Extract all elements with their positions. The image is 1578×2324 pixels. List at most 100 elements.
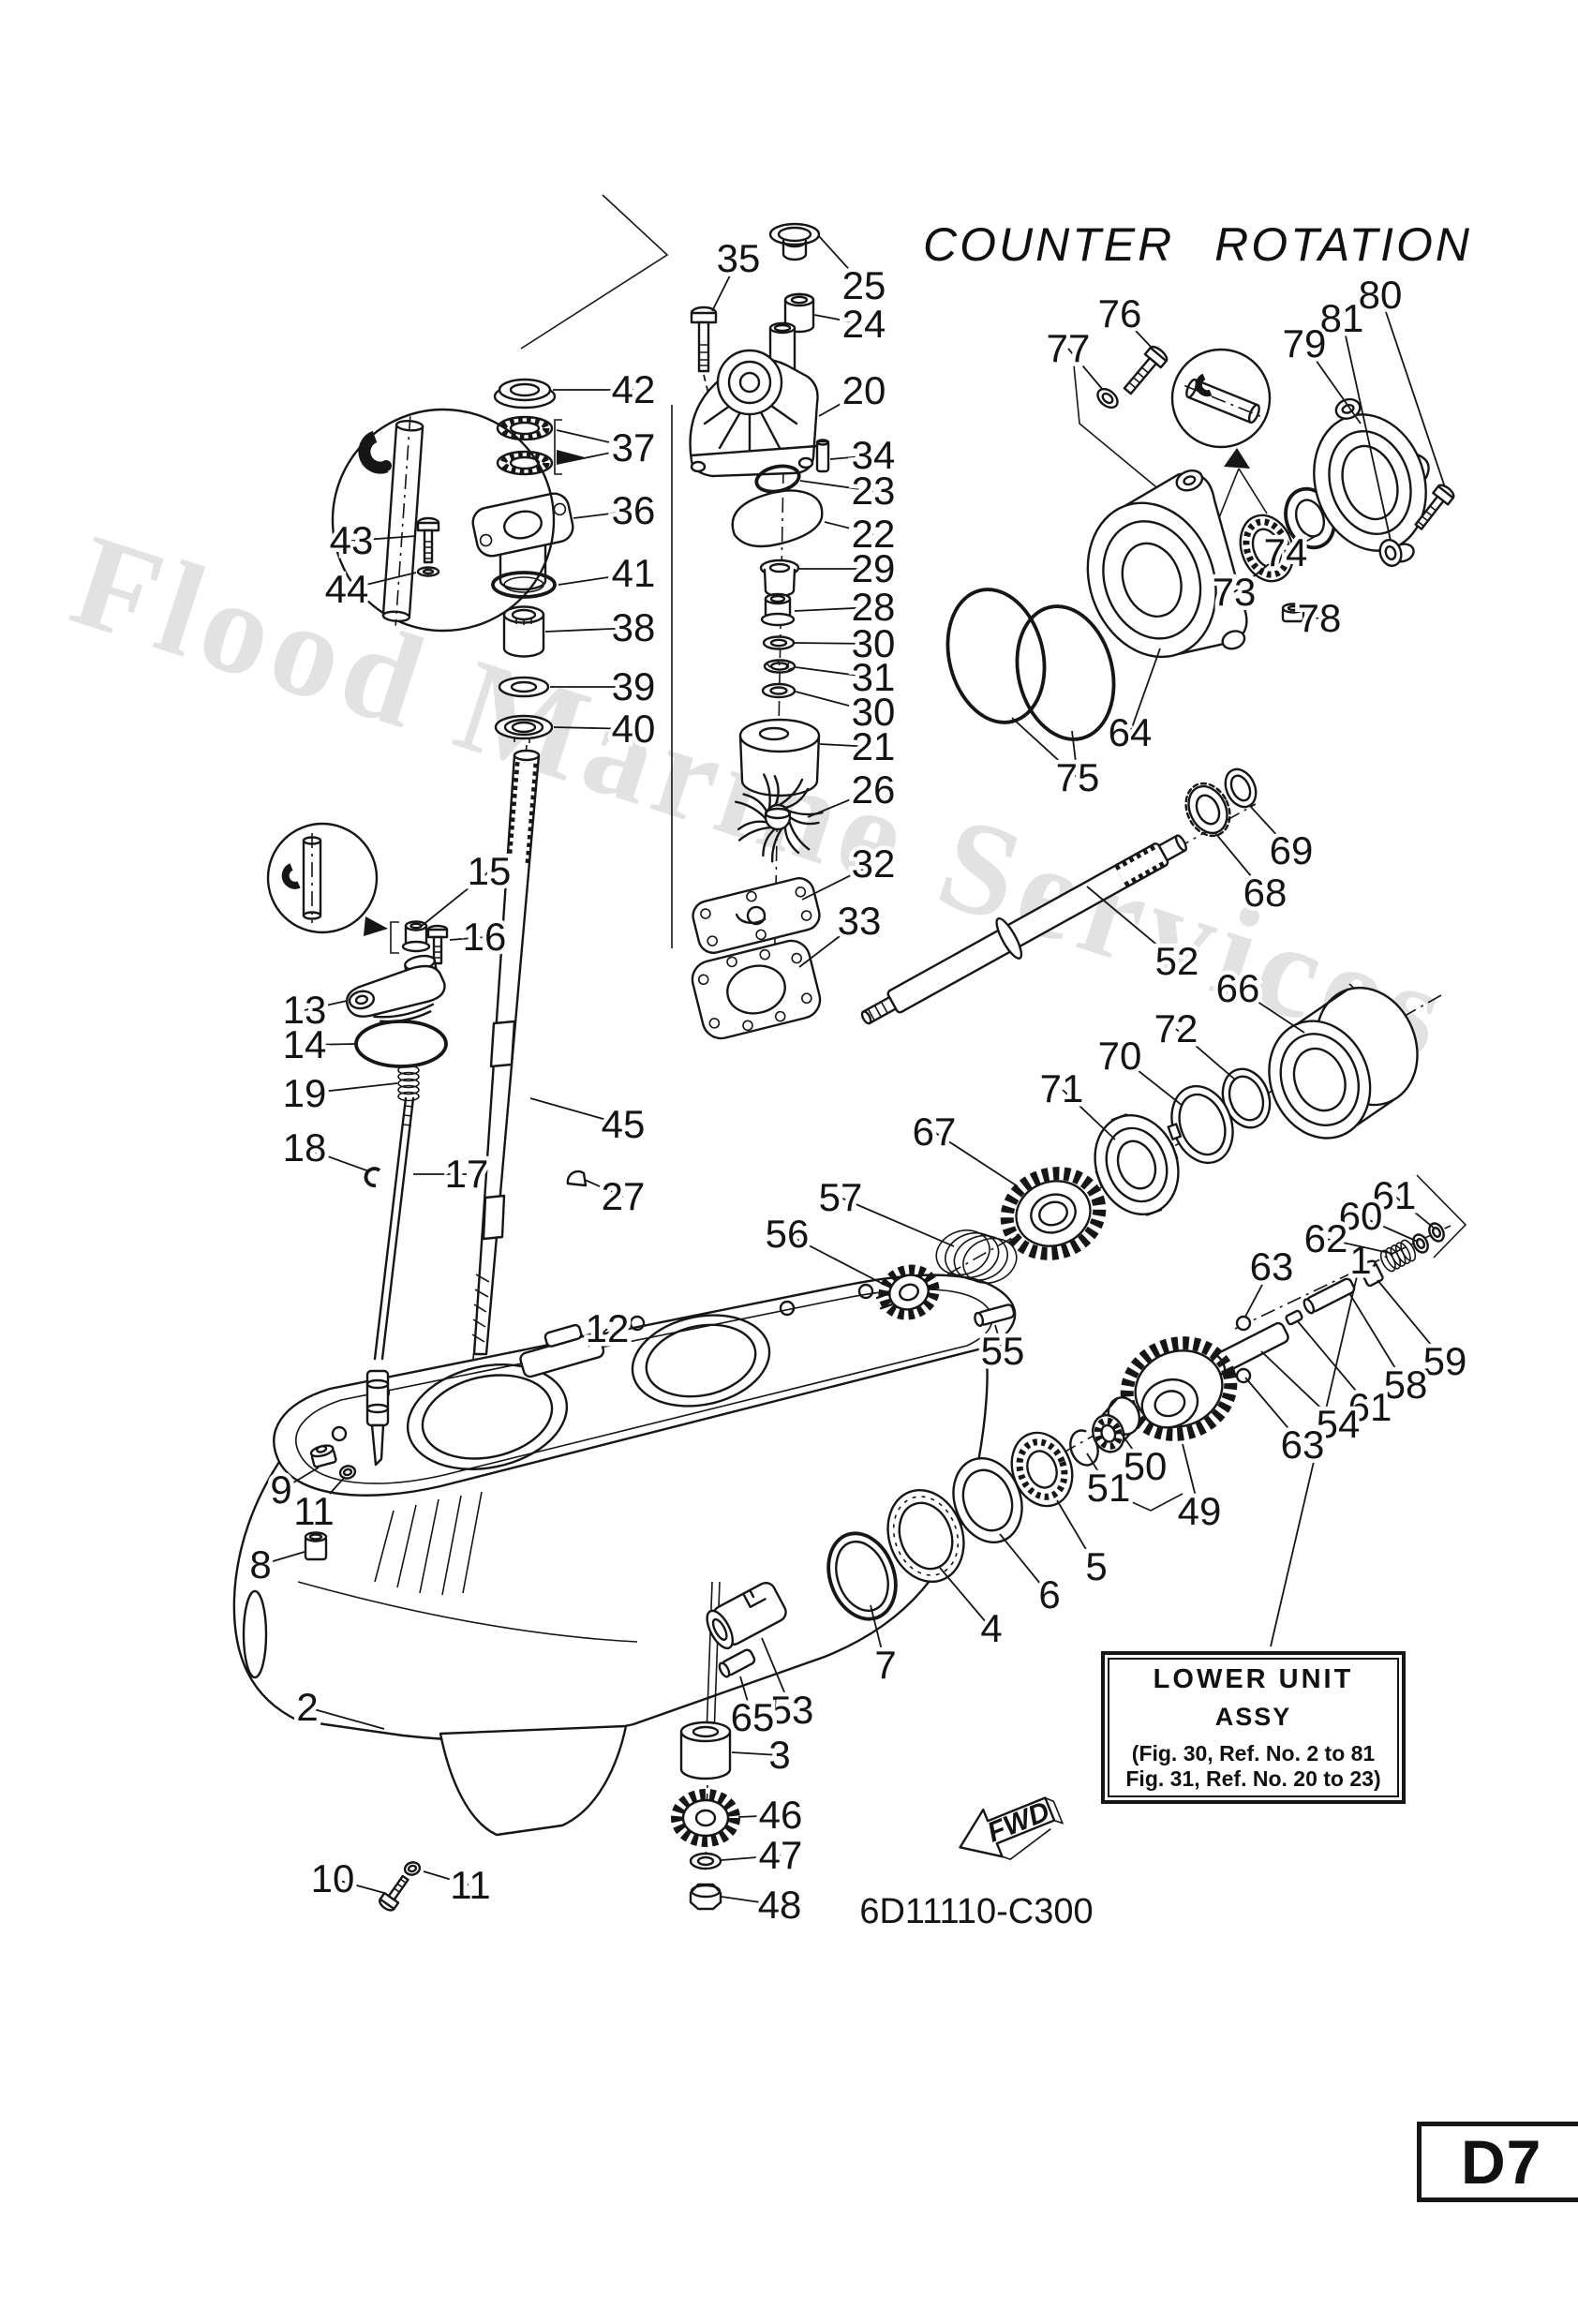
callout-9: 9	[270, 1467, 291, 1512]
callout-35: 35	[717, 236, 761, 280]
leader-line-10	[332, 1878, 385, 1894]
callout-61: 61	[1373, 1173, 1417, 1217]
pump-bolt	[690, 305, 718, 406]
bearing-carrier	[1086, 469, 1248, 659]
leader-line-33	[798, 920, 860, 968]
leader-line-44	[346, 572, 417, 590]
callout-29: 29	[852, 546, 896, 590]
water-pump-group	[689, 222, 830, 1040]
leader-line-38	[544, 627, 634, 633]
leader-line-81	[1341, 318, 1392, 542]
info-box-line3: (Fig. 30, Ref. No. 2 to 81	[1131, 1740, 1376, 1765]
leader-line-2	[306, 1706, 385, 1730]
clutch-dog	[875, 1264, 940, 1320]
leader-line-54	[1260, 1350, 1339, 1425]
orings	[945, 588, 1116, 741]
callout-13: 13	[283, 988, 327, 1032]
leader-line-6	[999, 1533, 1050, 1596]
leader-line-23	[799, 480, 874, 492]
impeller-cup	[738, 718, 821, 797]
leader-line-43	[350, 535, 417, 542]
callout-54: 54	[1317, 1402, 1361, 1446]
callout-68: 68	[1243, 871, 1288, 915]
info-box: LOWER UNIT ASSY (Fig. 30, Ref. No. 2 to …	[1101, 1651, 1406, 1804]
leader-line-53	[761, 1637, 793, 1711]
leader-line-62	[1325, 1238, 1394, 1255]
rear-bearing	[1268, 986, 1419, 1140]
leader-line-63	[1244, 1266, 1273, 1318]
leader-line-14	[304, 1043, 356, 1046]
thrust-housing	[1094, 1113, 1180, 1216]
callout-72: 72	[1154, 1006, 1198, 1050]
info-box-line1: LOWER UNIT	[1153, 1663, 1354, 1694]
callout-56: 56	[766, 1212, 810, 1256]
callout-53: 53	[770, 1688, 814, 1732]
callout-36: 36	[612, 488, 656, 532]
leader-line-1	[1270, 1259, 1362, 1647]
leader-line-75	[1071, 730, 1079, 779]
gearcase-housing	[232, 1274, 1017, 1837]
leader-line-57	[840, 1197, 955, 1247]
callout-60: 60	[1339, 1194, 1383, 1238]
leader-line-78	[1303, 616, 1320, 619]
leader-line-4	[939, 1567, 992, 1630]
callout-30: 30	[852, 690, 896, 734]
leader-line-69	[1248, 804, 1292, 852]
callout-50: 50	[1124, 1444, 1168, 1488]
callout-25: 25	[842, 263, 886, 307]
callout-22: 22	[852, 512, 896, 556]
callout-1: 1	[1349, 1238, 1371, 1282]
leader-line-15	[421, 871, 490, 927]
shift-oring	[354, 1020, 448, 1068]
leader-line-20	[818, 390, 865, 417]
leader-line-24	[813, 314, 865, 325]
leader-line-18	[304, 1147, 370, 1172]
page-code-box: D7	[1417, 2122, 1578, 2202]
callout-27: 27	[602, 1174, 646, 1218]
callout-48: 48	[758, 1883, 802, 1927]
leader-line-51	[1086, 1452, 1109, 1489]
leader-line-30	[795, 691, 874, 713]
callout-65: 65	[731, 1695, 775, 1739]
page-code: D7	[1461, 2127, 1542, 2197]
callout-81: 81	[1320, 296, 1364, 340]
callout-58: 58	[1384, 1363, 1428, 1407]
callout-62: 62	[1304, 1216, 1348, 1260]
callout-30: 30	[852, 621, 896, 665]
leader-line-45	[529, 1097, 624, 1125]
leader-line-68	[1214, 832, 1266, 894]
callout-46: 46	[759, 1793, 803, 1837]
callout-64: 64	[1109, 710, 1153, 754]
prop-shaft-group	[860, 767, 1258, 1025]
leader-line-7	[870, 1604, 886, 1666]
callout-4: 4	[980, 1606, 1002, 1650]
callout-75: 75	[1056, 755, 1100, 799]
leader-line-11	[313, 1476, 346, 1512]
callout-42: 42	[612, 367, 656, 411]
leader-line-30	[794, 642, 874, 645]
leader-line-40	[553, 726, 634, 730]
anode	[519, 1323, 605, 1378]
callout-39: 39	[612, 664, 656, 708]
callout-79: 79	[1283, 321, 1327, 365]
callout-74: 74	[1264, 530, 1308, 574]
leader-line-59	[1377, 1279, 1446, 1363]
callout-7: 7	[874, 1643, 896, 1687]
leader-line-46	[737, 1814, 782, 1818]
callout-18: 18	[283, 1125, 327, 1169]
callout-11: 11	[450, 1863, 491, 1907]
callout-layer: 3525242034232229283031302126323342373643…	[246, 232, 1471, 1931]
callout-49: 49	[1178, 1489, 1222, 1533]
leader-line-77	[1067, 348, 1104, 391]
callout-31: 31	[852, 655, 896, 699]
leader-line-66	[1237, 988, 1305, 1034]
callout-59: 59	[1423, 1339, 1467, 1383]
callout-67: 67	[913, 1110, 957, 1154]
shift-clip	[364, 1167, 381, 1187]
leader-line-32	[801, 863, 874, 901]
leader-line-16	[449, 936, 485, 941]
ring-nut	[886, 1488, 965, 1584]
callout-33: 33	[838, 899, 882, 943]
callout-15: 15	[468, 849, 512, 893]
